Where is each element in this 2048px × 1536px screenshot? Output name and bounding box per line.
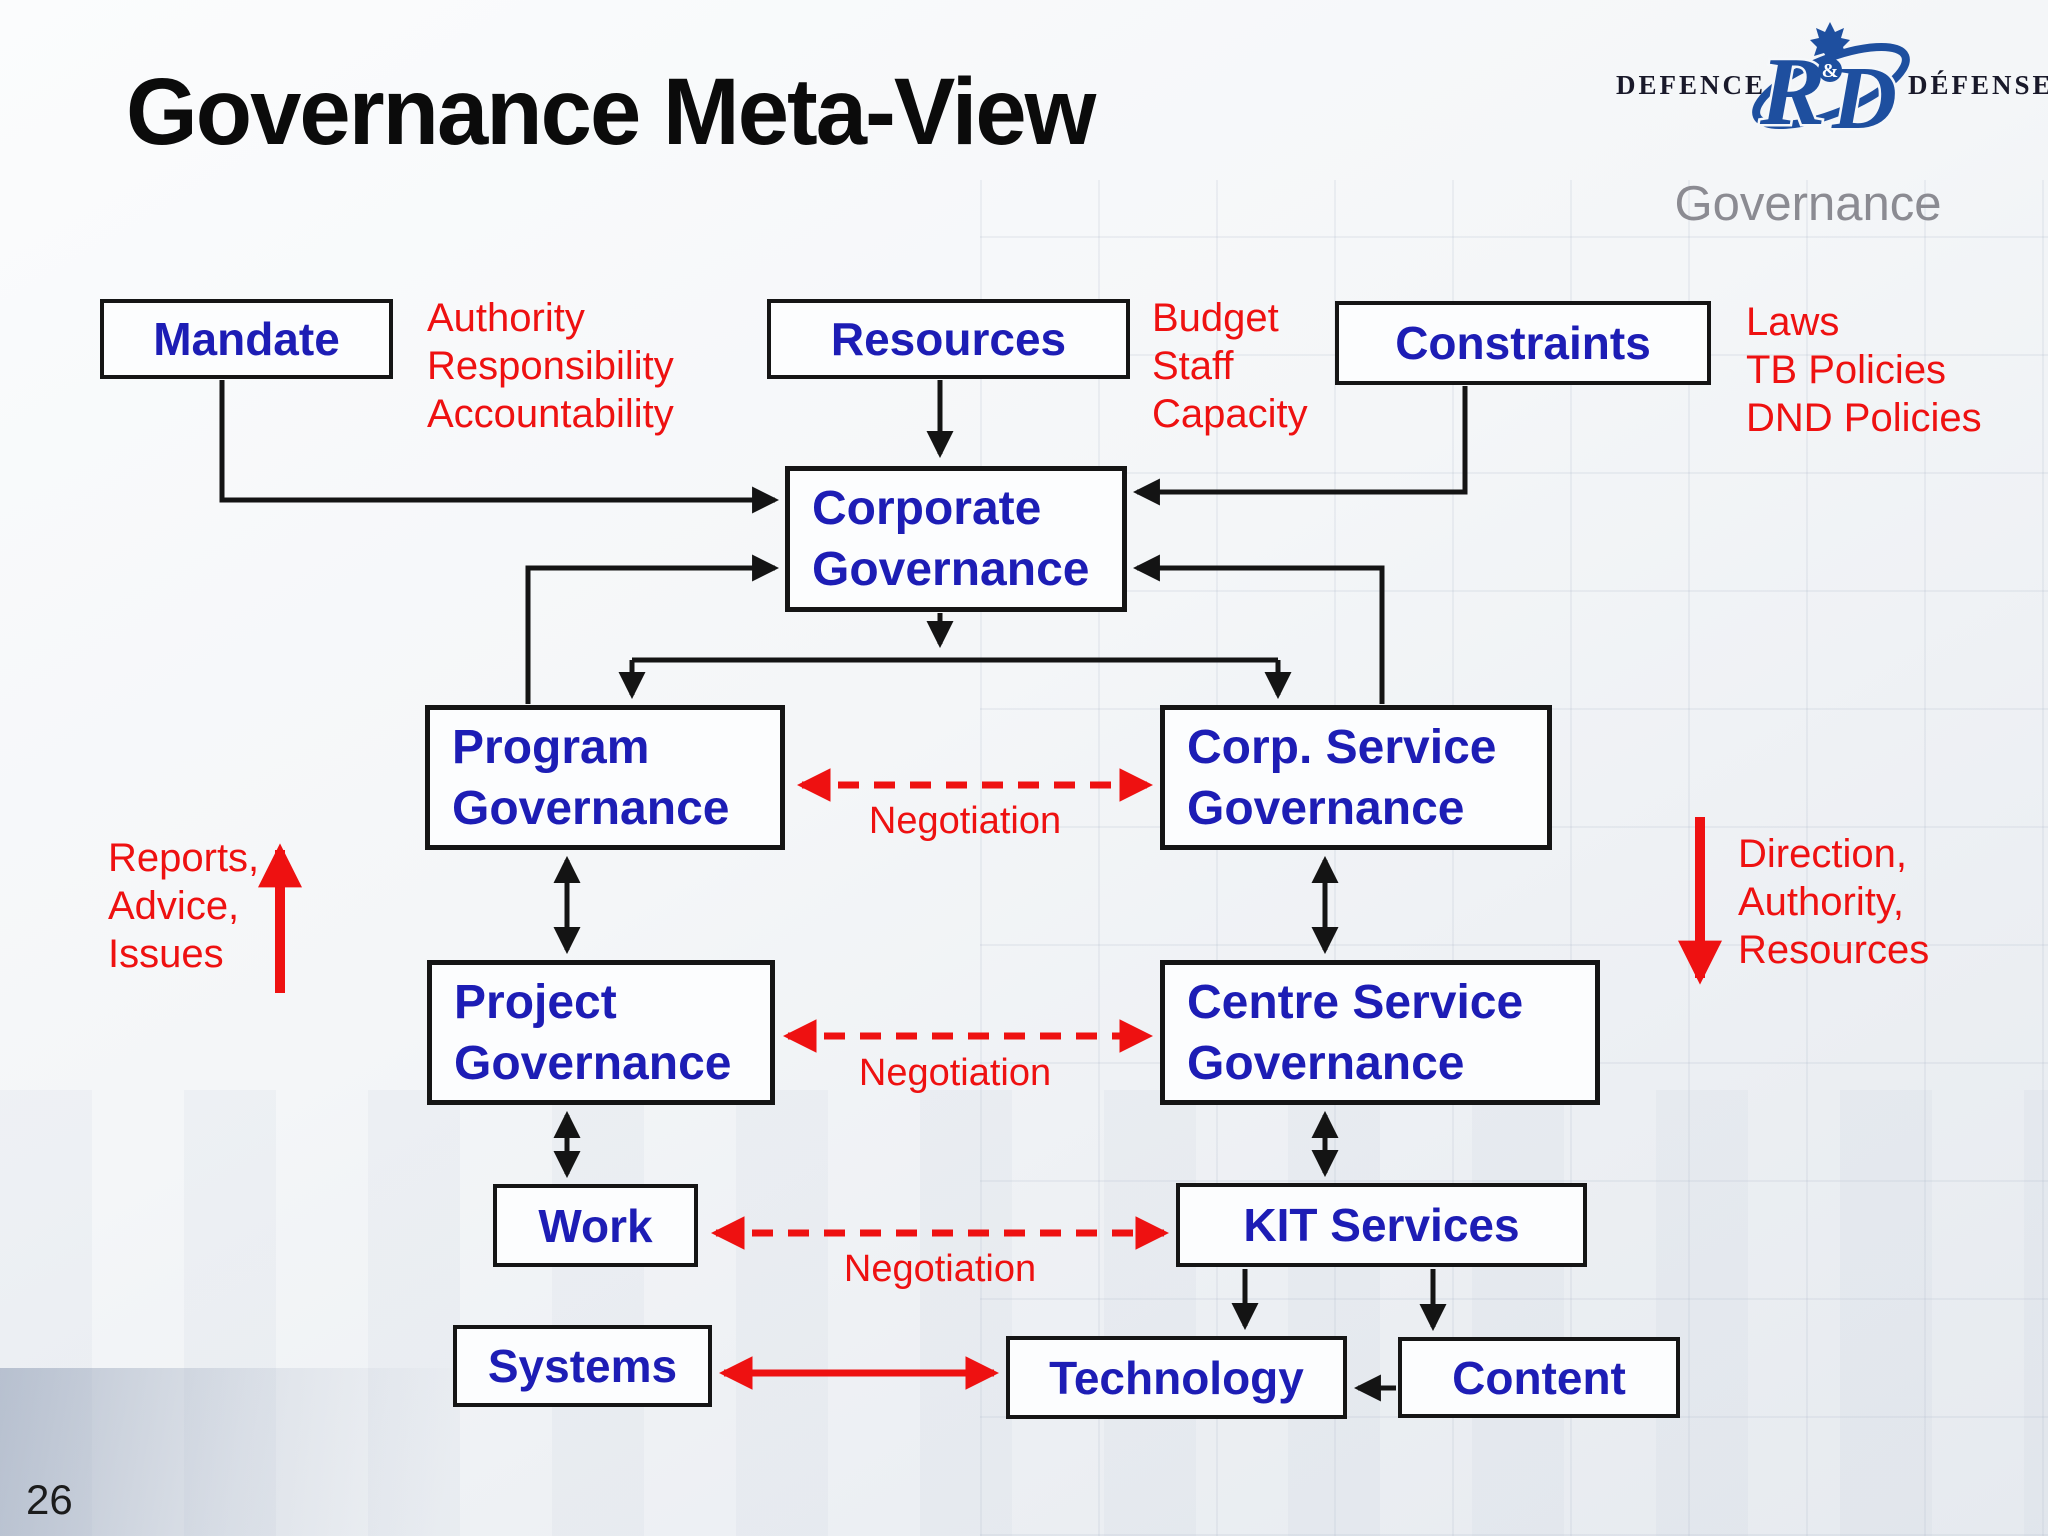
label-negotiation-mid: Negotiation <box>858 1052 1052 1094</box>
box-label: Resources <box>830 313 1067 365</box>
box-technology: Technology <box>1006 1336 1347 1419</box>
note-reports-advice-issues: Reports, Advice, Issues <box>108 836 260 976</box>
note-resources: Budget Staff Capacity <box>1152 296 1308 436</box>
logo-word-defense: DÉFENSE <box>1908 70 2048 100</box>
box-work: Work <box>493 1184 698 1267</box>
box-kit-services: KIT Services <box>1176 1183 1587 1267</box>
box-label: Centre Service Governance <box>1187 975 1524 1090</box>
rd-logo-icon: R D & <box>1752 22 1910 151</box>
box-label: Systems <box>487 1340 678 1392</box>
box-label: Content <box>1452 1351 1626 1404</box>
box-label: Corp. Service Governance <box>1187 720 1497 835</box>
box-label: Corporate Governance <box>812 482 1090 596</box>
box-label: Mandate <box>153 313 340 365</box>
arrow-program-to-corporate <box>525 554 780 704</box>
box-label: Project Governance <box>454 975 732 1090</box>
box-label: KIT Services <box>1243 1199 1520 1251</box>
box-systems: Systems <box>453 1325 712 1407</box>
label-negotiation-top: Negotiation <box>868 800 1062 842</box>
page-title: Governance Meta-View <box>126 59 1096 165</box>
label-negotiation-bottom: Negotiation <box>843 1248 1037 1290</box>
box-label: Program Governance <box>452 720 730 835</box>
box-centre-service-governance: Centre Service Governance <box>1160 960 1600 1105</box>
page-number: 26 <box>26 1476 73 1523</box>
box-mandate: Mandate <box>100 299 393 379</box>
logo-subtitle: Governance <box>1674 177 1942 231</box>
svg-text:R: R <box>1759 38 1825 146</box>
box-label: Work <box>538 1199 653 1252</box>
box-content: Content <box>1398 1337 1680 1418</box>
note-mandate: Authority Responsibility Accountability <box>427 296 674 436</box>
box-constraints: Constraints <box>1335 301 1711 385</box>
svg-text:D: D <box>1831 49 1897 148</box>
maple-leaf-icon <box>1810 22 1850 63</box>
box-project-governance: Project Governance <box>427 960 775 1105</box>
svg-text:&: & <box>1822 60 1839 82</box>
box-corporate-governance: Corporate Governance <box>785 466 1127 612</box>
box-resources: Resources <box>767 299 1130 379</box>
note-constraints: Laws TB Policies DND Policies <box>1746 300 1982 440</box>
box-corp-service-governance: Corp. Service Governance <box>1160 705 1552 850</box>
box-label: Constraints <box>1395 317 1651 369</box>
box-label: Technology <box>1049 1351 1304 1404</box>
box-program-governance: Program Governance <box>425 705 785 850</box>
note-direction-authority-resources: Direction, Authority, Resources <box>1738 832 1930 972</box>
logo-word-defence: DEFENCE <box>1616 70 1767 100</box>
